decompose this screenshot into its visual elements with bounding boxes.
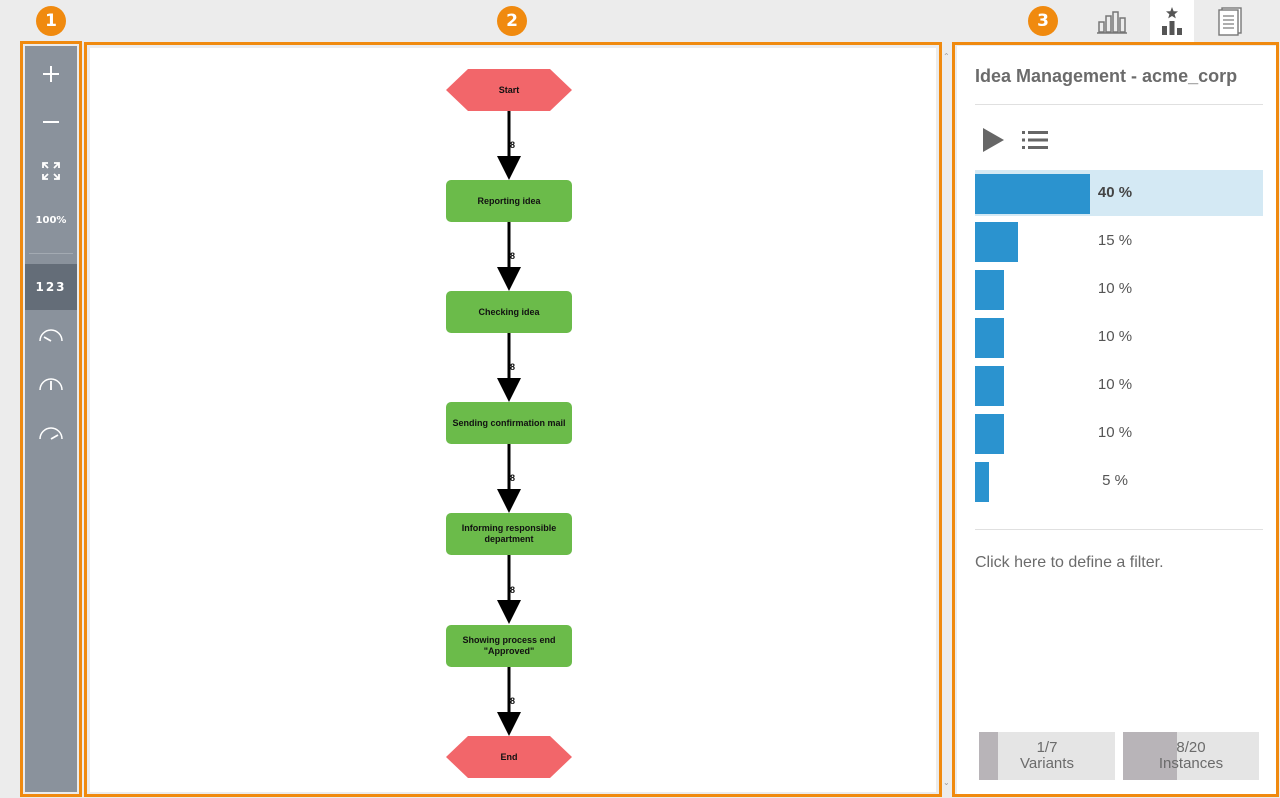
flow-node-activity[interactable]: Sending confirmation mail (446, 402, 572, 444)
variants-counter-value: 1/7 (1036, 739, 1058, 756)
variant-row[interactable]: 10 % (975, 362, 1263, 408)
edge-frequency-label: 8 (510, 696, 516, 706)
edge-frequency-label: 8 (510, 140, 516, 150)
variant-percent: 10 % (1097, 424, 1133, 441)
variant-row[interactable]: 15 % (975, 218, 1263, 264)
variant-row[interactable]: 40 % (975, 170, 1263, 216)
flow-node-activity[interactable]: Showing process end "Approved" (446, 625, 572, 667)
gauge-high-icon (39, 427, 63, 440)
panel-scrollbar[interactable]: ⌃ ⌄ (942, 48, 952, 792)
scroll-up-icon[interactable]: ⌃ (943, 52, 950, 61)
callout-badge-1: 1 (36, 6, 66, 36)
show-numbers-label: 123 (35, 280, 67, 294)
fit-screen-button[interactable] (25, 148, 77, 194)
variant-row[interactable]: 10 % (975, 266, 1263, 312)
variant-percent: 10 % (1097, 376, 1133, 393)
variant-bar (975, 318, 1004, 358)
flow-node-label: Informing responsible department (461, 523, 557, 544)
flow-node-label: Showing process end "Approved" (462, 635, 556, 656)
highlight-frame-canvas (84, 42, 942, 797)
variant-bar (975, 414, 1004, 454)
callout-badge-2: 2 (497, 6, 527, 36)
flow-node-activity[interactable]: Reporting idea (446, 180, 572, 222)
zoom-level-label: 100% (35, 214, 67, 226)
variant-bar (975, 462, 989, 502)
divider (975, 529, 1263, 530)
flow-node-activity[interactable]: Checking idea (446, 291, 572, 333)
gauge-high-button[interactable] (25, 410, 77, 456)
gauge-mid-button[interactable] (25, 361, 77, 407)
instances-counter[interactable]: 8/20 Instances (1123, 732, 1259, 780)
list-icon (1022, 131, 1048, 149)
process-canvas[interactable]: Start Reporting idea Checking idea Sendi… (90, 48, 936, 792)
tab-documents[interactable] (1208, 0, 1252, 42)
list-button[interactable] (1021, 126, 1049, 154)
variant-row[interactable]: 10 % (975, 314, 1263, 360)
variant-bar (975, 222, 1018, 262)
flow-node-label: Checking idea (478, 306, 540, 317)
variants-counter[interactable]: 1/7 Variants (979, 732, 1115, 780)
bar-chart-icon (1097, 11, 1127, 34)
zoom-out-button[interactable] (25, 99, 77, 145)
gauge-low-icon (39, 329, 63, 342)
variant-percent: 15 % (1097, 232, 1133, 249)
show-numbers-button[interactable]: 123 (25, 264, 77, 310)
flow-node-label: Reporting idea (477, 195, 541, 206)
edge-frequency-label: 8 (510, 473, 516, 483)
instances-counter-value: 8/20 (1176, 739, 1206, 756)
define-filter-link[interactable]: Click here to define a filter. (975, 554, 1164, 571)
variant-percent: 10 % (1097, 280, 1133, 297)
flow-node-label: Sending confirmation mail (452, 417, 566, 428)
variants-counter-label: Variants (1020, 755, 1074, 772)
variant-percent: 40 % (1097, 184, 1133, 201)
ranked-chart-icon (1162, 7, 1182, 35)
toolbar-divider (29, 253, 73, 254)
instances-counter-label: Instances (1158, 755, 1224, 772)
flow-edges (497, 111, 521, 736)
flow-node-label: Start (498, 85, 520, 95)
document-list-icon (1218, 7, 1242, 36)
variant-percent: 5 % (1102, 472, 1128, 489)
scroll-down-icon[interactable]: ⌄ (943, 778, 950, 787)
edge-frequency-label: 8 (510, 585, 516, 595)
edge-frequency-label: 8 (510, 362, 516, 372)
play-button[interactable] (979, 126, 1007, 154)
divider (975, 104, 1263, 105)
play-icon (983, 128, 1004, 152)
variant-percent: 10 % (1097, 328, 1133, 345)
variant-bar (975, 174, 1090, 214)
zoom-out-icon (43, 121, 59, 123)
flow-node-start[interactable]: Start (446, 69, 572, 111)
variant-bar (975, 366, 1004, 406)
variant-row[interactable]: 10 % (975, 410, 1263, 456)
callout-badge-3: 3 (1028, 6, 1058, 36)
left-toolbar: 100% 123 (25, 46, 77, 792)
variants-counter-text: 1/7 Variants (979, 740, 1115, 772)
fit-screen-icon (42, 162, 60, 180)
gauge-mid-icon (39, 378, 63, 391)
panel-title: Idea Management - acme_corp (975, 66, 1238, 86)
gauge-low-button[interactable] (25, 312, 77, 358)
zoom-in-icon (43, 66, 59, 82)
instances-counter-fill (1123, 732, 1177, 780)
variant-bar (975, 270, 1004, 310)
flow-node-label: End (500, 752, 518, 762)
flow-node-activity[interactable]: Informing responsible department (446, 513, 572, 555)
flow-node-end[interactable]: End (446, 736, 572, 778)
zoom-in-button[interactable] (25, 51, 77, 97)
variants-counter-fill (979, 732, 998, 780)
highlight-frame-panel (952, 42, 1279, 797)
zoom-level-button[interactable]: 100% (25, 197, 77, 243)
highlight-frame-toolbar (20, 41, 82, 797)
edge-frequency-label: 8 (510, 251, 516, 261)
tab-bar-chart[interactable] (1090, 0, 1134, 42)
variant-row[interactable]: 5 % (975, 458, 1263, 504)
tab-ranked-chart[interactable] (1150, 0, 1194, 42)
variants-panel: Idea Management - acme_corp 40 % 15 % 10… (957, 46, 1276, 794)
instances-counter-text: 8/20 Instances (1123, 740, 1259, 772)
